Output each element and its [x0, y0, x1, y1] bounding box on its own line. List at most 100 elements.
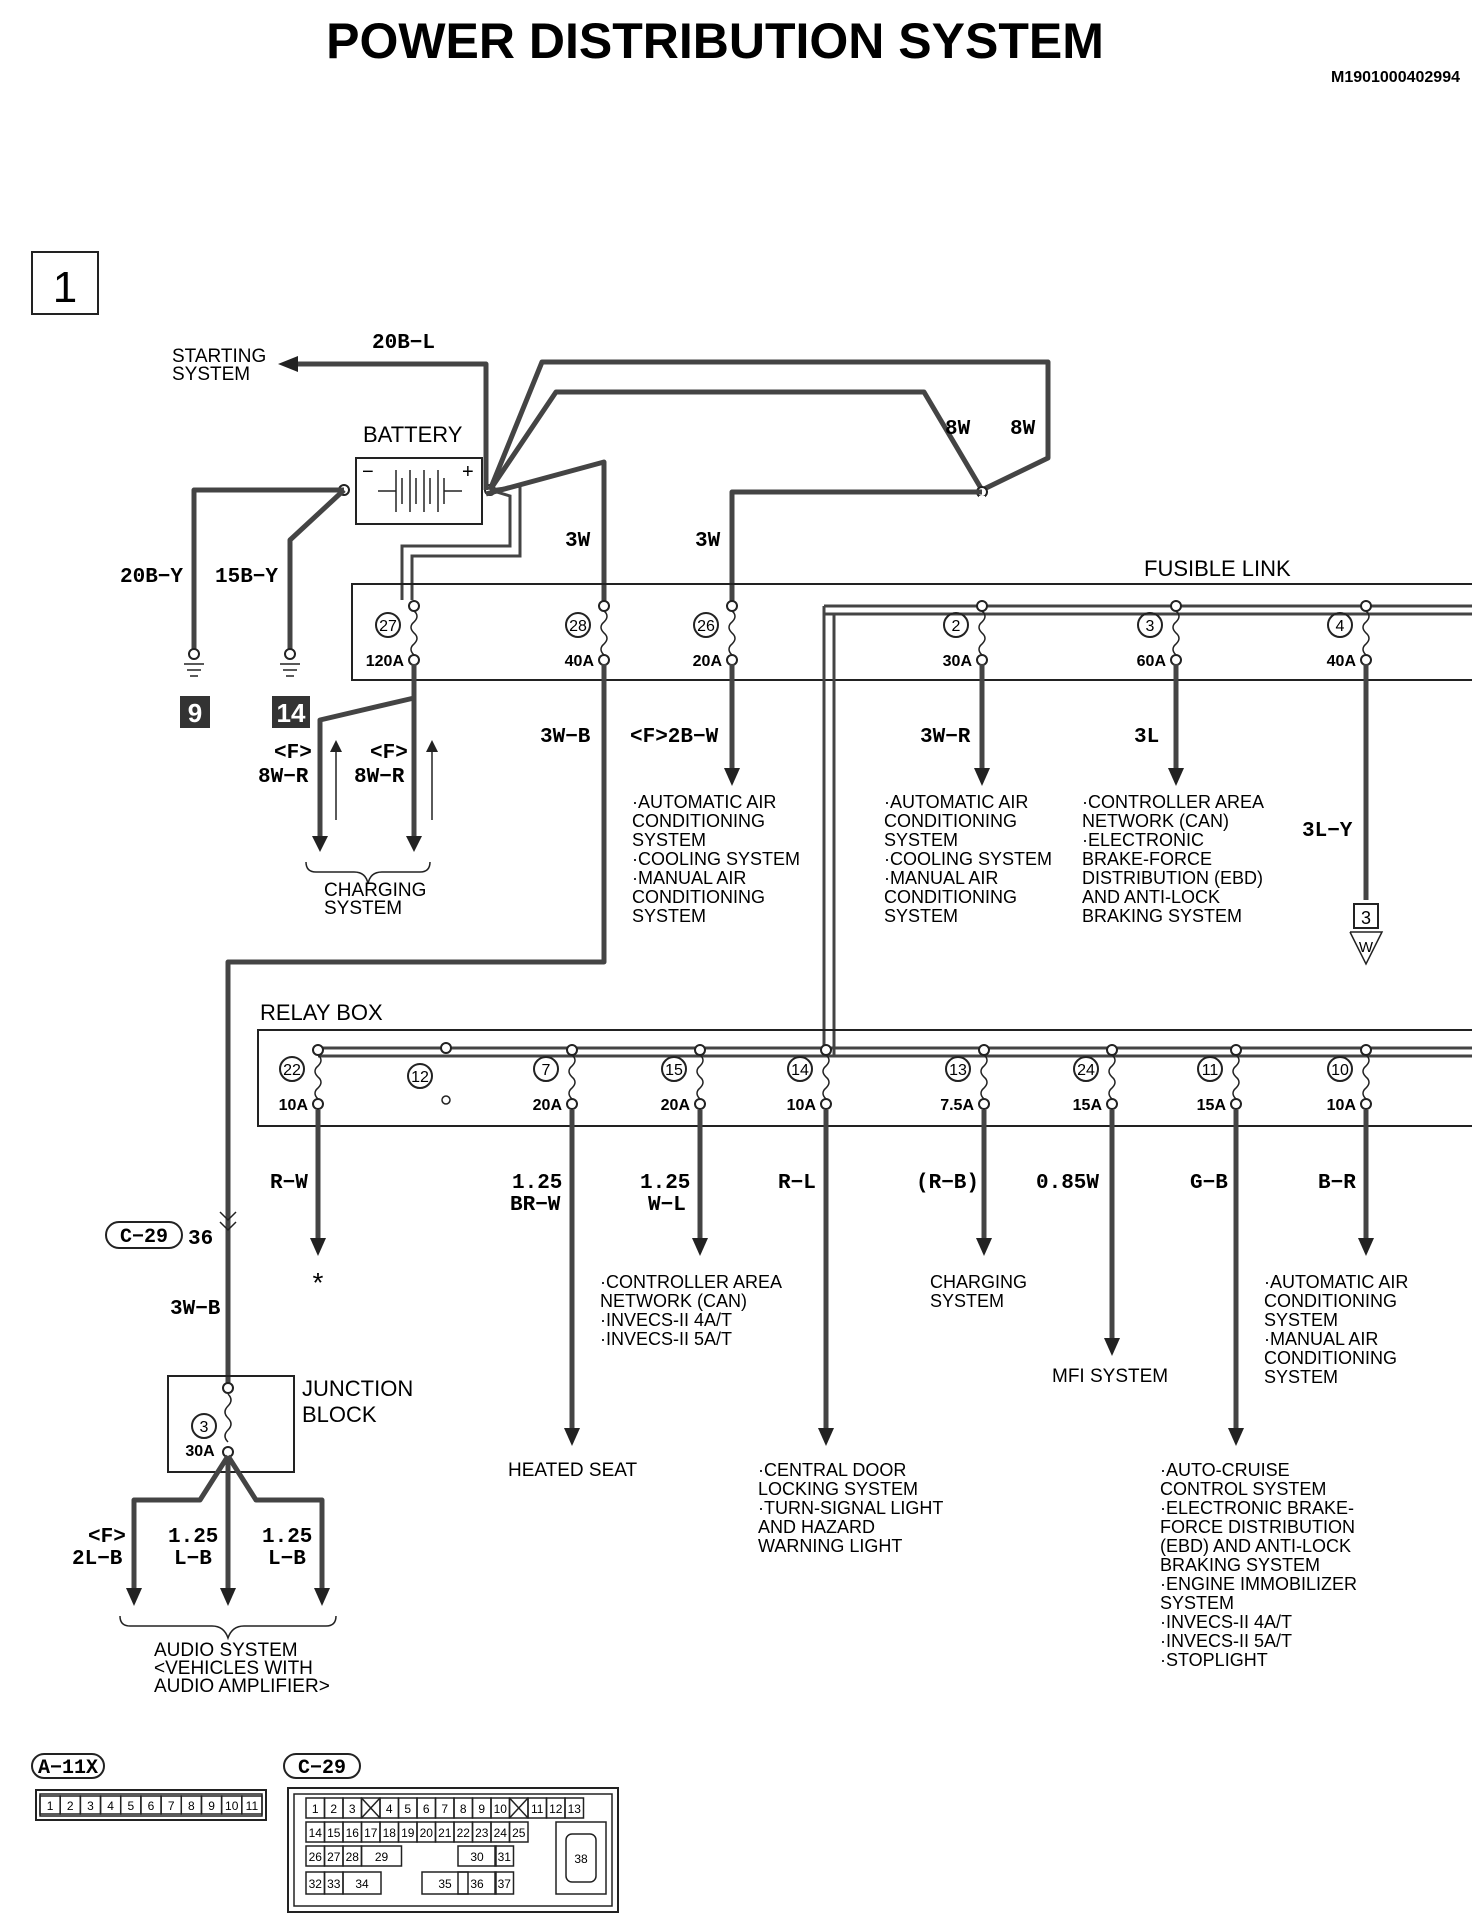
- charging-system-label: CHARGING: [324, 880, 426, 901]
- a11x-pin-4: 4: [107, 1799, 114, 1813]
- dest-fuse-3-line-3: BRAKE-FORCE: [1082, 849, 1212, 869]
- dest-fuse-3-line-2: ·ELECTRONIC: [1082, 830, 1204, 850]
- fusible-link-fuse-27-amp: 120A: [366, 653, 405, 670]
- dest-fuse-3-line-6: BRAKING SYSTEM: [1082, 906, 1242, 926]
- wire-20b-l: 20B−L: [372, 332, 435, 355]
- dest-fuse-2-line-5: CONDITIONING: [884, 887, 1017, 907]
- wire-1-25-l-b-c: 1.25: [262, 1526, 312, 1549]
- dest-fuse-15-line-1: NETWORK (CAN): [600, 1291, 747, 1311]
- wire-f-8w-r-a: 8W−R: [258, 766, 309, 789]
- c29-pin-26: 26: [309, 1850, 323, 1864]
- starting-system-label-2: SYSTEM: [172, 364, 250, 385]
- audio-system-label: AUDIO SYSTEM: [154, 1640, 298, 1661]
- dest-fuse-10-line-1: CONDITIONING: [1264, 1291, 1397, 1311]
- relay-box-fuse-10-number: 10: [1331, 1062, 1349, 1079]
- c29-pin-10: 10: [494, 1802, 508, 1816]
- fusible-link-fuse-4-number: 4: [1336, 618, 1345, 635]
- relay-box-fuse-13-number: 13: [949, 1062, 967, 1079]
- dest-fuse-26: ·AUTOMATIC AIRCONDITIONINGSYSTEM·COOLING…: [632, 792, 800, 926]
- wire-15b-y: 15B−Y: [215, 566, 278, 589]
- a11x-pin-10: 10: [225, 1799, 239, 1813]
- c29-pin-5: 5: [404, 1802, 411, 1816]
- c29-pin-38: 38: [574, 1852, 588, 1866]
- c29-pin-28: 28: [346, 1850, 360, 1864]
- c29-pin-17: 17: [364, 1826, 378, 1840]
- ground-symbol-14: [272, 648, 310, 728]
- a11x-pin-3: 3: [87, 1799, 94, 1813]
- dest-fuse-2-line-1: CONDITIONING: [884, 811, 1017, 831]
- dest-fuse-2-line-0: ·AUTOMATIC AIR: [884, 792, 1028, 812]
- c29-pin-12: 12: [549, 1802, 563, 1816]
- wire-8w-b: 8W: [1010, 418, 1036, 441]
- audio-system-label-3: AUDIO AMPLIFIER>: [154, 1676, 330, 1697]
- dest-fuse-26-line-4: ·MANUAL AIR: [632, 868, 746, 888]
- dest-fuse-14-line-1: LOCKING SYSTEM: [758, 1479, 918, 1499]
- relay-box-fuse-22-number: 22: [283, 1062, 301, 1079]
- c29-pin-14: 14: [309, 1826, 323, 1840]
- wire-1-25-br-w-b: BR−W: [510, 1194, 561, 1217]
- dest-fuse-26-line-2: SYSTEM: [632, 830, 706, 850]
- fusible-link-fuse-28-number: 28: [569, 618, 587, 635]
- wire-r-l: R−L: [778, 1172, 816, 1195]
- wire-1-25-br-w-a: 1.25: [512, 1172, 562, 1195]
- wire-1-25-w-l-b: W−L: [648, 1194, 686, 1217]
- dest-fuse-2-line-3: ·COOLING SYSTEM: [884, 849, 1052, 869]
- fusible-link-fuse-28-amp: 40A: [565, 653, 595, 670]
- dest-fuse-14-line-3: AND HAZARD: [758, 1517, 875, 1537]
- wire-f-8w-r-b: 8W−R: [354, 766, 405, 789]
- battery-minus: −: [362, 461, 374, 483]
- dest-fuse-10-line-3: ·MANUAL AIR: [1264, 1329, 1378, 1349]
- c29-pin-31: 31: [498, 1850, 512, 1864]
- relay-box-fuse-10-amp: 10A: [1327, 1097, 1357, 1114]
- wire-3l-y: 3L−Y: [1302, 820, 1353, 843]
- c29-pin-4: 4: [386, 1802, 393, 1816]
- wire-1-25-l-b-b: L−B: [174, 1548, 212, 1571]
- connector-c29-pin: 36: [188, 1228, 213, 1251]
- wire-f-2l-b-b: 2L−B: [72, 1548, 123, 1571]
- relay-box-fuse-14-number: 14: [791, 1062, 809, 1079]
- c29-pin-35: 35: [438, 1877, 452, 1891]
- dest-fuse-14-line-0: ·CENTRAL DOOR: [758, 1460, 906, 1480]
- c29-pin-33: 33: [327, 1877, 341, 1891]
- c29-pin-36: 36: [470, 1877, 484, 1891]
- battery-label: BATTERY: [363, 422, 463, 447]
- connector-c29-face-label: C−29: [298, 1757, 346, 1780]
- fusible-link-fuse-27-number: 27: [379, 618, 397, 635]
- c29-pin-3: 3: [349, 1802, 356, 1816]
- dest-fuse-15-line-2: ·INVECS-II 4A/T: [600, 1310, 732, 1330]
- dest-fuse-14-line-2: ·TURN-SIGNAL LIGHT: [758, 1498, 943, 1518]
- relay-box-fuse-13: 13 7.5A: [940, 1044, 990, 1114]
- a11x-pin-7: 7: [168, 1799, 175, 1813]
- c29-pin-20: 20: [420, 1826, 434, 1840]
- dest-fuse-11-line-9: ·INVECS-II 5A/T: [1160, 1631, 1292, 1651]
- dest-fuse-2-line-6: SYSTEM: [884, 906, 958, 926]
- page-index-box: [31, 251, 99, 315]
- relay-box-fuse-12-number: 12: [411, 1069, 429, 1086]
- dest-fuse-11-line-1: CONTROL SYSTEM: [1160, 1479, 1326, 1499]
- dest-fuse-14-line-4: WARNING LIGHT: [758, 1536, 902, 1556]
- jb-fuse-number: 3: [200, 1419, 209, 1436]
- connector-c29-tag: [105, 1221, 183, 1249]
- connector-c29-face-tag: [283, 1753, 361, 1779]
- dest-fuse-3-line-1: NETWORK (CAN): [1082, 811, 1229, 831]
- ground-number-9: 9: [188, 698, 202, 728]
- dest-fuse-26-line-6: SYSTEM: [632, 906, 706, 926]
- wire-3w-b-fl: 3W−B: [540, 726, 591, 749]
- wire-3w-b-jb: 3W−B: [170, 1298, 221, 1321]
- dest-fuse-10-line-2: SYSTEM: [1264, 1310, 1338, 1330]
- dest-fuse-11-line-7: SYSTEM: [1160, 1593, 1234, 1613]
- relay-box-fuse-24-amp: 15A: [1073, 1097, 1103, 1114]
- a11x-pin-6: 6: [148, 1799, 155, 1813]
- wire-b-r: B−R: [1318, 1172, 1356, 1195]
- fusible-link-box: [351, 583, 1472, 681]
- relay-box-fuse-13-amp: 7.5A: [940, 1097, 974, 1114]
- a11x-pin-11: 11: [246, 1799, 259, 1813]
- junction-block: [167, 1375, 295, 1473]
- dest-heated-seat: HEATED SEAT: [508, 1460, 638, 1481]
